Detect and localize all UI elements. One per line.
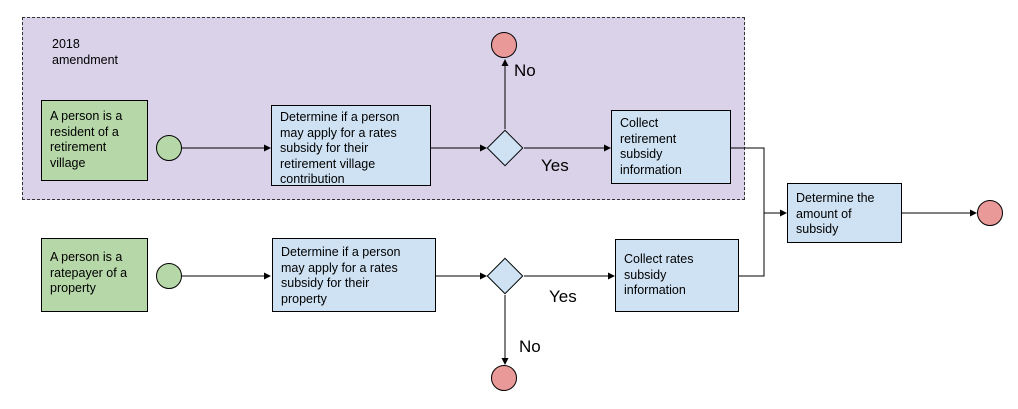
amendment-label: 2018 amendment <box>52 37 119 67</box>
edge-collect1-final <box>731 147 787 217</box>
determine-retirement-eligibility: Determine if a person may apply for a ra… <box>271 105 431 186</box>
no-label-1: No <box>514 61 536 80</box>
end-event-no-1 <box>491 32 517 58</box>
determine-subsidy-amount: Determine the amount of subsidy <box>787 183 902 243</box>
collect-rates-info: Collect rates subsidy information <box>615 239 739 312</box>
yes-label-1: Yes <box>541 156 569 175</box>
yes-label-2: Yes <box>549 287 577 306</box>
trigger-ratepayer: A person is a ratepayer of a property <box>41 238 148 312</box>
end-event-final <box>977 200 1003 226</box>
trigger-retirement-village: A person is a resident of a retirement v… <box>41 100 148 181</box>
start-event-1 <box>156 135 182 161</box>
end-event-no-2 <box>491 365 517 391</box>
no-label-2: No <box>519 337 541 356</box>
start-event-2 <box>156 263 182 289</box>
collect-retirement-info: Collect retirement subsidy information <box>611 110 731 184</box>
determine-ratepayer-eligibility: Determine if a person may apply for a ra… <box>272 238 436 312</box>
edge-collect2-final <box>739 213 765 277</box>
